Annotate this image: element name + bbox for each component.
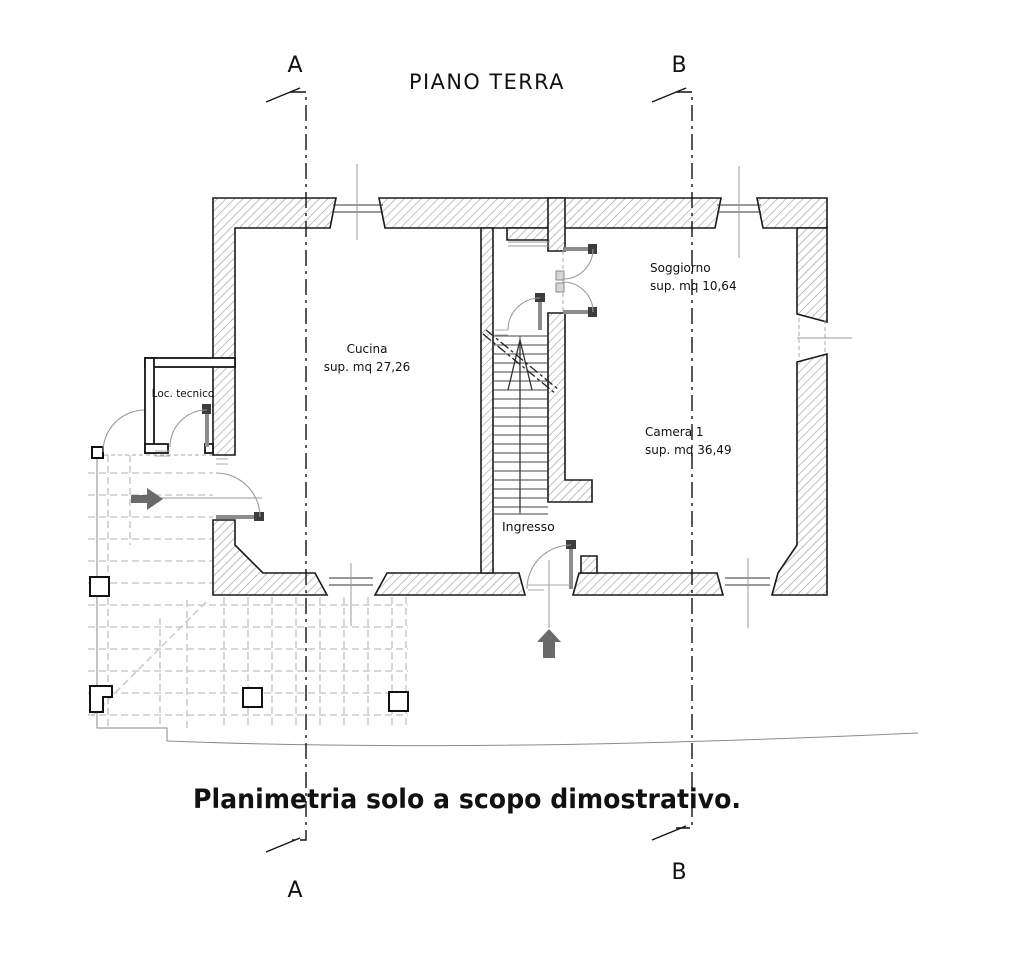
wall-top-right bbox=[756, 197, 828, 229]
wall-left-lower-and-bottom-left bbox=[212, 519, 329, 596]
wall-bottom-kitchen bbox=[373, 572, 527, 596]
page-title: PIANO TERRA bbox=[409, 70, 565, 94]
stairs bbox=[482, 329, 560, 515]
wall-stairwell-east bbox=[547, 312, 593, 503]
terrace-gate-arc bbox=[102, 409, 146, 453]
annex-walls bbox=[144, 357, 236, 454]
room-area-camera1: sup. mq 36,49 bbox=[645, 443, 732, 457]
doors bbox=[152, 244, 597, 628]
stair-direction-arrow-icon bbox=[507, 339, 533, 512]
section-b-bottom-tick bbox=[651, 825, 687, 841]
pergola-horizontal-beams bbox=[88, 472, 408, 716]
wall-right-upper bbox=[796, 227, 828, 324]
section-letter-a-top: A bbox=[287, 53, 302, 78]
section-b-top-tick bbox=[651, 87, 687, 103]
room-label-loc-tecnico: Loc. tecnico bbox=[152, 388, 215, 400]
door-main-entrance bbox=[526, 540, 576, 591]
section-letter-b-top: B bbox=[671, 53, 686, 78]
wall-top-and-left bbox=[212, 197, 337, 456]
window-bottom-kitchen bbox=[329, 563, 373, 626]
room-area-cucina: sup. mq 27,26 bbox=[324, 360, 411, 374]
section-line-a bbox=[290, 91, 307, 841]
window-right-soggiorno bbox=[797, 318, 852, 360]
pergola-diagonal-beam bbox=[91, 600, 208, 717]
section-letter-b-bottom: B bbox=[671, 860, 686, 885]
labels: PIANO TERRA A B A B Cucina sup. mq 27,26… bbox=[152, 53, 741, 903]
wall-bottom-camera bbox=[571, 572, 725, 596]
interior-walls bbox=[480, 197, 598, 574]
wall-stairwell-west bbox=[480, 227, 494, 574]
wall-soggiorno-west-upper bbox=[547, 197, 566, 252]
annex-wall-west bbox=[144, 357, 155, 454]
terrain-line bbox=[166, 732, 919, 747]
entry-arrow-south-icon bbox=[537, 629, 561, 658]
section-letter-a-bottom: A bbox=[287, 878, 302, 903]
door-stair-top bbox=[495, 293, 545, 336]
pergola-structure bbox=[88, 409, 919, 747]
post bbox=[89, 576, 110, 597]
stair-cut-line bbox=[482, 329, 560, 395]
vestibule-niche bbox=[508, 241, 550, 247]
post bbox=[242, 687, 263, 708]
door-soggiorno-double bbox=[555, 244, 597, 317]
room-area-soggiorno: sup. mq 10,64 bbox=[650, 279, 737, 293]
entry-arrow-west-icon bbox=[131, 488, 163, 510]
section-line-b bbox=[676, 91, 693, 829]
annex-wall-north bbox=[144, 357, 236, 368]
entry-arrows bbox=[131, 488, 561, 658]
post bbox=[388, 691, 409, 712]
door-loc-tecnico bbox=[155, 404, 211, 457]
caption: Planimetria solo a scopo dimostrativo. bbox=[193, 784, 741, 815]
wall-ingresso-jamb bbox=[580, 555, 598, 574]
windows bbox=[329, 164, 852, 628]
annex-wall-south-left bbox=[144, 443, 169, 454]
room-label-ingresso: Ingresso bbox=[502, 519, 555, 534]
section-a-top-tick bbox=[265, 87, 301, 103]
section-lines bbox=[265, 87, 693, 853]
post bbox=[91, 446, 104, 459]
wall-right-lower-and-bottom-right bbox=[770, 352, 828, 596]
room-label-cucina: Cucina bbox=[347, 342, 388, 356]
post-l-shaped bbox=[89, 685, 113, 713]
room-label-soggiorno: Soggiorno bbox=[650, 261, 711, 275]
door-kitchen-west bbox=[215, 458, 264, 521]
pergola-posts bbox=[89, 446, 409, 713]
room-label-camera1: Camera 1 bbox=[645, 425, 704, 439]
window-bottom-camera bbox=[725, 558, 770, 628]
section-a-bottom-tick bbox=[265, 837, 301, 853]
window-top-soggiorno bbox=[717, 166, 761, 258]
window-top-kitchen bbox=[333, 164, 383, 240]
